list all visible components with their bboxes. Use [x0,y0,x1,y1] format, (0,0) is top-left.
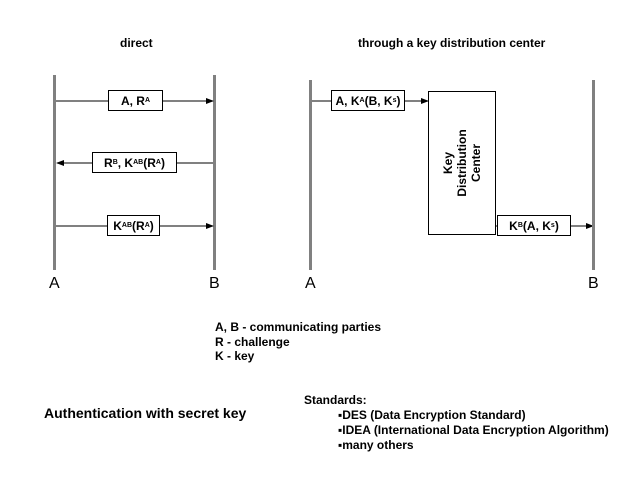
lifeline-a-kdc [309,80,312,270]
direct-msg3-part: ) [149,218,154,233]
standards-title: Standards: [304,393,367,407]
direct-msg2-part: (R [143,155,156,170]
legend-line: A, B - communicating parties [215,320,382,334]
standards-item: ▪many others [338,438,414,452]
kdc-label-line1: Key [441,151,455,175]
kdc-label-line2: Distribution [455,129,469,197]
direct-msg2-part: ) [160,155,165,170]
direct-msg2-part: , K [117,155,134,170]
party-b-kdc: B [588,275,599,292]
direct-msg1-text: A, R [120,93,145,108]
kdc-msg1-part: (B, K [364,93,393,108]
diagram-caption: Authentication with secret key [44,405,247,421]
kdc-label: Key Distribution Center [441,129,483,196]
party-b-direct: B [209,275,220,292]
direct-heading: direct [120,36,153,50]
kdc-msg1-part: ) [396,93,401,108]
lifeline-b-kdc [592,80,595,270]
legend: A, B - communicating parties R - challen… [215,320,381,364]
legend-line: K - key [215,349,255,363]
standards-item: ▪DES (Data Encryption Standard) [338,408,526,422]
party-a-kdc: A [305,275,316,292]
kdc-msg2-part: K [509,218,518,233]
legend-line: R - challenge [215,334,290,349]
standards-list: ▪DES (Data Encryption Standard) ▪IDEA (I… [338,408,609,453]
key-distribution-center: Key Distribution Center [428,91,496,235]
kdc-heading: through a key distribution center [358,36,546,50]
kdc-msg2-part: (A, K [522,218,551,233]
direct-msg2-part: R [104,155,113,170]
direct-msg3-part: K [113,218,122,233]
kdc-label-line3: Center [469,143,483,183]
party-a-direct: A [49,275,60,292]
kdc-msg1-part: A, K [335,93,360,108]
direct-msg3-part: (R [132,218,145,233]
lifeline-a-direct [53,75,56,270]
lifeline-b-direct [213,75,216,270]
standards-item: ▪IDEA (International Data Encryption Alg… [338,423,609,437]
kdc-msg2-part: ) [554,218,559,233]
